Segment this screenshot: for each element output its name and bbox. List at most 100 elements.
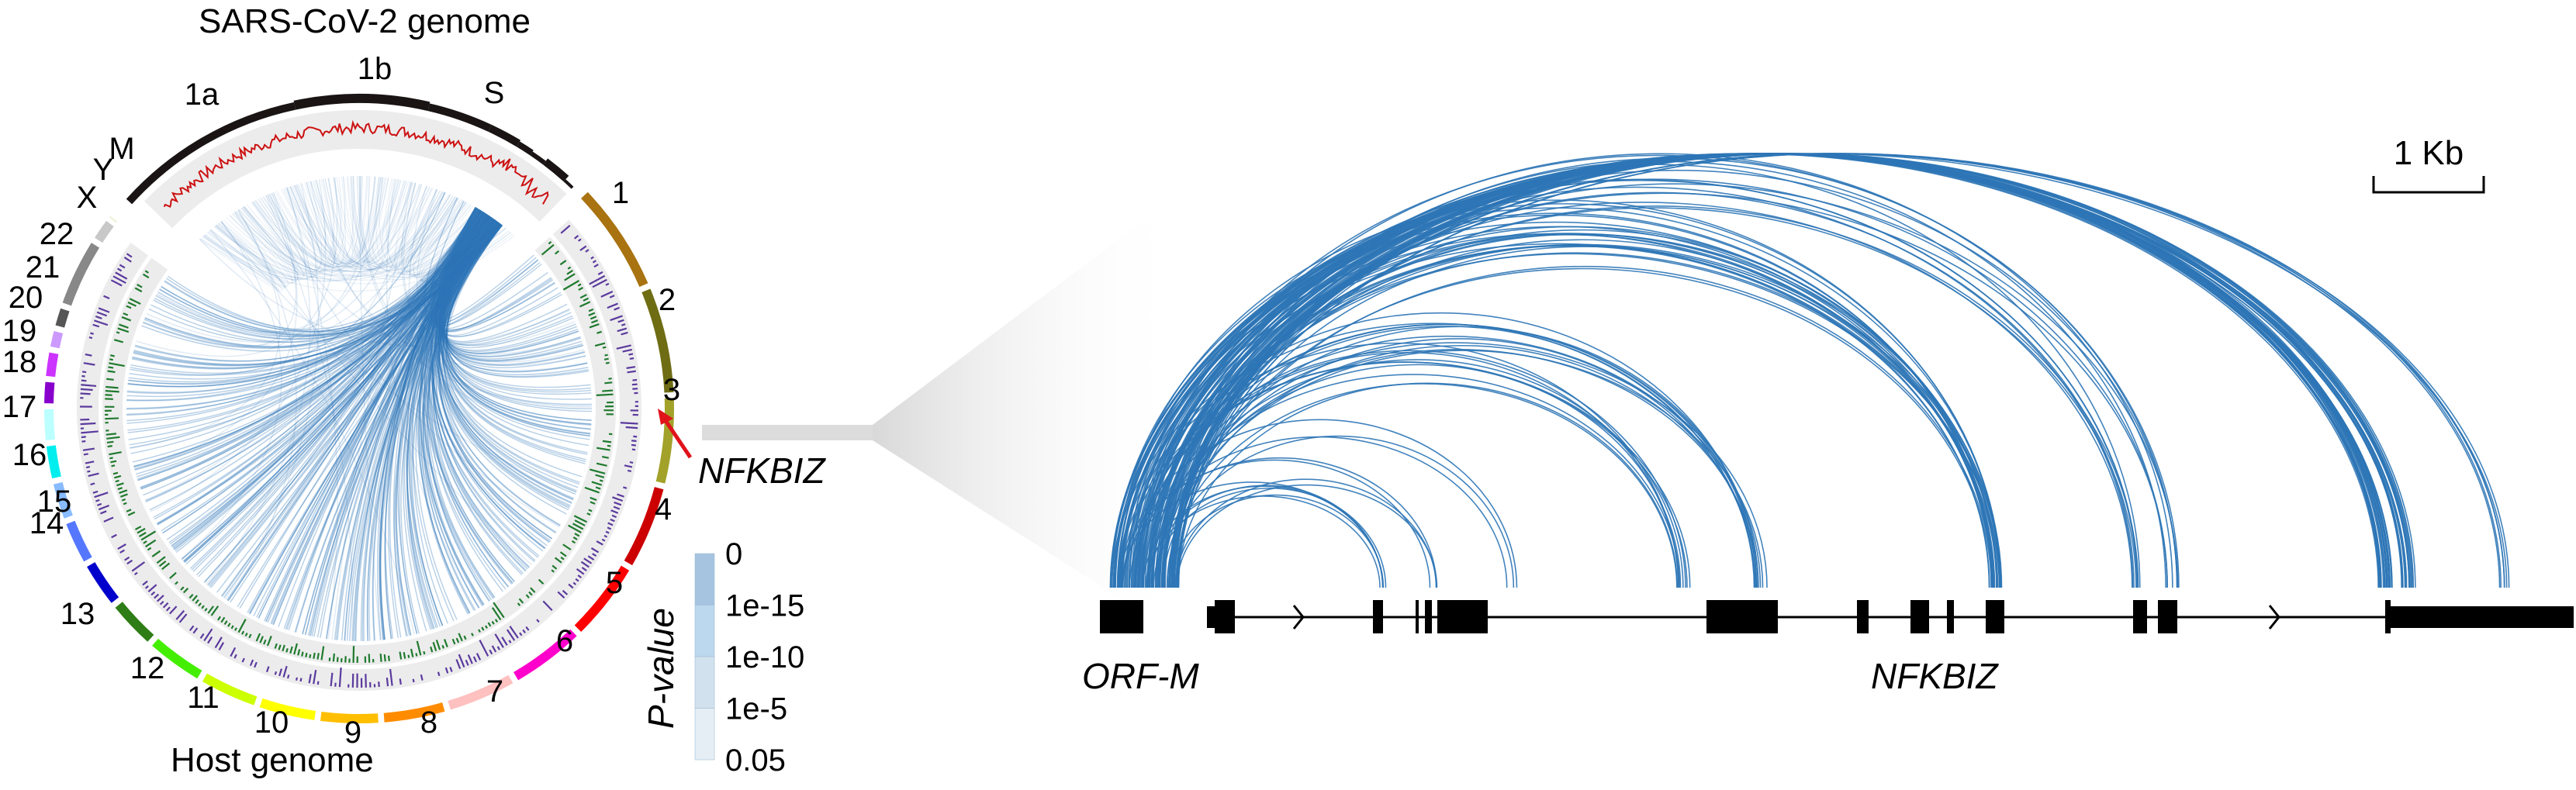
chromosome-segment-4	[624, 487, 664, 566]
nfkbiz-callout-label: NFKBIZ	[698, 450, 826, 491]
chromosome-segment-8	[383, 702, 445, 723]
chromosome-label: 21	[26, 250, 61, 285]
chromosome-segment-11	[202, 673, 258, 705]
chromosome-segment-15	[66, 520, 92, 562]
legend-tick: 0	[725, 537, 742, 571]
exon-block	[1416, 600, 1419, 633]
chromosome-label: 18	[2, 345, 37, 379]
viral-gene-segment	[516, 141, 534, 156]
chromosome-segment-X	[62, 243, 100, 306]
chromosome-label: 13	[61, 597, 95, 631]
viral-gene-label: Y	[93, 153, 114, 187]
circos-plot	[44, 94, 674, 723]
chromosome-segment-16	[53, 481, 73, 519]
viral-gene-label: X	[77, 181, 98, 215]
chromosome-label: 8	[420, 705, 437, 740]
gene-track	[1100, 600, 2574, 633]
chromosome-segment-18	[44, 409, 56, 441]
chromosome-label: 1	[612, 176, 629, 210]
chromosome-segment-13	[115, 602, 154, 642]
zoom-connector	[702, 194, 1179, 636]
legend-ticks: 0 1e-15 1e-10 1e-5 0.05	[725, 537, 804, 778]
viral-gene-label: 1a	[185, 78, 220, 112]
viral-coverage-track	[163, 119, 549, 208]
chromosome-segment-20	[46, 352, 59, 378]
viral-gene-segment	[427, 103, 492, 132]
chromosome-segment-14	[87, 562, 119, 603]
chromosome-label: 19	[2, 314, 37, 348]
viral-gene-label: M	[109, 132, 134, 166]
exon-block	[1857, 600, 1869, 633]
track-backgrounds	[77, 110, 641, 691]
chromosome-label: 20	[9, 281, 43, 315]
viral-gene-segment	[126, 102, 296, 205]
orf-m-block	[1100, 600, 1143, 633]
nfkbiz-label: NFKBIZ	[1871, 656, 1999, 696]
exon-block	[1986, 600, 2004, 633]
chromosome-segment-19	[44, 381, 55, 404]
nfkbiz-arrow-icon	[658, 409, 693, 459]
scale-bar-label: 1 Kb	[2394, 134, 2464, 172]
chromosome-label: 22	[40, 217, 74, 251]
legend-tick: 1e-15	[725, 589, 804, 623]
chromosome-segment-17	[46, 445, 61, 479]
strand-arrow-icon	[1292, 605, 1305, 630]
strand-arrow-icon	[2268, 605, 2280, 630]
data-tracks	[80, 119, 638, 688]
chromosome-label: 4	[655, 492, 672, 526]
viral-gene-label: 1b	[358, 52, 392, 86]
legend-tick: 0.05	[725, 743, 786, 778]
chromosome-segment-10	[259, 698, 316, 720]
chromosome-label: 10	[254, 705, 289, 740]
exon-block	[2158, 600, 2177, 633]
legend-tick: 1e-5	[725, 692, 787, 726]
chromosome-segment-Y	[95, 220, 114, 243]
circos-title-top: SARS-CoV-2 genome	[199, 2, 531, 40]
viral-gene-segment	[293, 94, 430, 112]
chromosome-label: 5	[606, 566, 623, 600]
viral-gene-segment	[488, 124, 521, 147]
chromosome-label: 6	[556, 624, 573, 658]
legend-tick: 1e-10	[725, 640, 804, 674]
viral-gene-labels: 1a 1bS MYX	[77, 52, 505, 215]
pvalue-legend: 0 1e-15 1e-10 1e-5 0.05 P-value	[641, 537, 804, 778]
exon-block	[1373, 600, 1383, 633]
host-track-purple	[80, 224, 638, 688]
chromosome-label: 7	[486, 674, 503, 709]
circos-title-bottom: Host genome	[171, 741, 374, 779]
exon-block	[1706, 600, 1778, 633]
nfkbiz-exons	[1207, 600, 2574, 633]
chromosome-segment-2	[641, 288, 674, 393]
exon-block	[1425, 600, 1432, 633]
chromosome-segment-12	[152, 638, 202, 679]
interaction-arcs	[1110, 154, 2510, 588]
chromosome-label: 12	[130, 651, 165, 685]
viral-gene-segment	[543, 158, 569, 182]
chromosome-label: 16	[12, 438, 47, 472]
chromosome-label: 3	[663, 373, 680, 407]
chromosome-segment-21	[50, 331, 64, 349]
viral-gene-label: S	[484, 76, 505, 110]
viral-gene-segment	[530, 151, 546, 165]
exon-block	[1437, 600, 1488, 633]
chromosome-label: 2	[659, 283, 676, 317]
junction-links	[126, 175, 593, 641]
host-track-green	[105, 240, 614, 663]
orf-m-label: ORF-M	[1082, 656, 1199, 696]
chromosome-label: 11	[187, 681, 220, 715]
outer-ring	[44, 94, 674, 723]
chromosome-segment-7	[448, 674, 513, 710]
legend-title: P-value	[641, 608, 681, 729]
viral-gene-segment	[563, 179, 574, 189]
exon-block	[1947, 600, 1954, 633]
chromosome-segment-3	[655, 398, 674, 484]
chromosome-label: 15	[37, 485, 72, 519]
chromosome-segment-6	[513, 629, 577, 681]
exon-block	[2133, 600, 2147, 633]
chromosome-segment-22	[55, 308, 70, 328]
exon-block	[1910, 600, 1929, 633]
chromosome-label: 9	[344, 716, 361, 750]
legend-colorbar	[694, 553, 715, 761]
